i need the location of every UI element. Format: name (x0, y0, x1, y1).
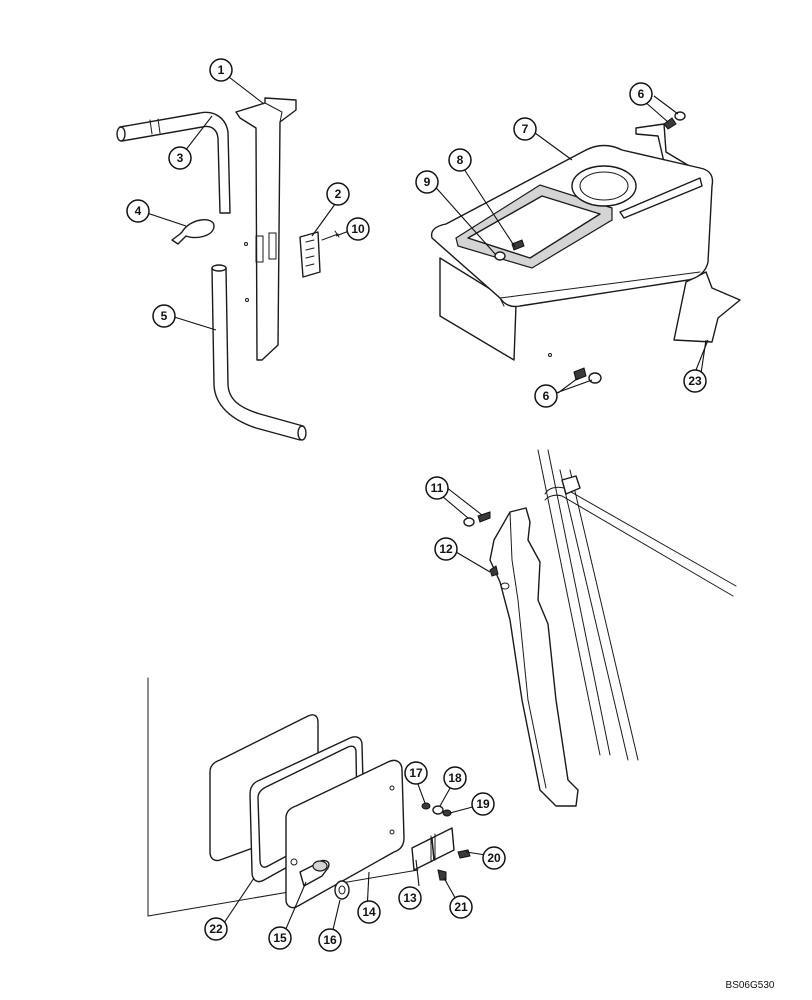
callout-13: 13 (398, 886, 422, 910)
callout-1: 1 (209, 58, 233, 82)
svg-text:13: 13 (403, 891, 417, 905)
svg-text:9: 9 (424, 175, 431, 189)
trim-piece-part-12 (489, 507, 579, 807)
access-panel-assembly (147, 677, 471, 917)
connector-part-2 (299, 231, 321, 278)
callout-12: 12 (434, 537, 458, 561)
column-assembly (116, 97, 340, 441)
svg-text:5: 5 (161, 309, 168, 323)
hose-part-3 (119, 111, 231, 214)
svg-text:17: 17 (409, 766, 423, 780)
pillar-trim-assembly (463, 449, 737, 807)
callout-11: 11 (425, 476, 449, 500)
callout-20: 20 (482, 846, 506, 870)
drawing-id: BS06G530 (726, 980, 775, 991)
callout-19: 19 (471, 792, 495, 816)
svg-text:14: 14 (362, 905, 376, 919)
svg-text:12: 12 (439, 542, 453, 556)
column-part-1 (235, 97, 297, 361)
svg-text:22: 22 (209, 922, 223, 936)
callout-9: 9 (415, 170, 439, 194)
callout-3: 3 (168, 146, 192, 170)
svg-text:18: 18 (448, 771, 462, 785)
console-assembly (430, 111, 741, 384)
callout-6-top: 6 (629, 82, 653, 106)
svg-text:2: 2 (335, 187, 342, 201)
callout-5: 5 (152, 304, 176, 328)
callout-23: 23 (683, 369, 707, 393)
callout-7: 7 (513, 117, 537, 141)
cab-frame (537, 449, 601, 756)
side-plate-part-23 (673, 271, 741, 343)
svg-text:8: 8 (457, 153, 464, 167)
svg-text:1: 1 (218, 63, 225, 77)
callout-16: 16 (318, 928, 342, 952)
callout-14: 14 (357, 900, 381, 924)
callout-15: 15 (268, 926, 292, 950)
column-slot (255, 235, 264, 263)
svg-text:10: 10 (351, 222, 365, 236)
callout-22: 22 (204, 917, 228, 941)
svg-text:3: 3 (177, 151, 184, 165)
callout-bubbles: 1 2 3 4 5 6 6 7 8 9 10 11 12 13 14 15 16… (126, 58, 707, 952)
svg-text:6: 6 (543, 389, 550, 403)
leader-lines (143, 73, 709, 939)
svg-text:21: 21 (454, 900, 468, 914)
callout-6-bottom: 6 (534, 384, 558, 408)
svg-text:23: 23 (688, 374, 702, 388)
callout-8: 8 (448, 148, 472, 172)
svg-text:16: 16 (323, 933, 337, 947)
knob-part-16 (334, 880, 350, 900)
svg-text:15: 15 (273, 931, 287, 945)
callout-21: 21 (449, 895, 473, 919)
svg-text:11: 11 (431, 481, 444, 495)
callout-17: 17 (404, 761, 428, 785)
svg-text:19: 19 (476, 797, 490, 811)
callout-10: 10 (346, 217, 370, 241)
svg-text:7: 7 (522, 122, 529, 136)
svg-text:6: 6 (638, 87, 645, 101)
callout-2: 2 (326, 182, 350, 206)
svg-text:4: 4 (135, 204, 142, 218)
cable-tie-part-4 (171, 219, 215, 245)
callout-4: 4 (126, 199, 150, 223)
callout-18: 18 (443, 766, 467, 790)
column-slot (268, 232, 277, 260)
svg-text:20: 20 (487, 851, 501, 865)
